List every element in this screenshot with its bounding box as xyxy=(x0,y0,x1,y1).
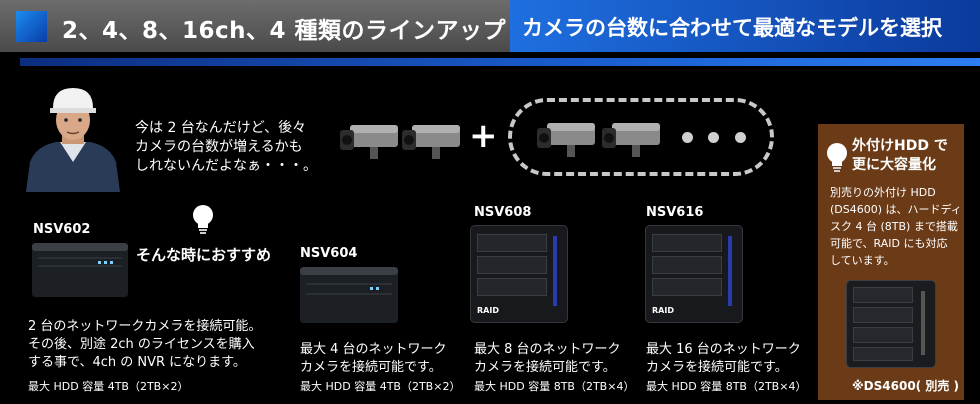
nvr-device-icon: RAID xyxy=(645,225,743,323)
model-spec: 最大 HDD 容量 8TB（2TB×4） xyxy=(474,380,635,393)
lightbulb-icon xyxy=(827,143,847,172)
additional-cameras-group xyxy=(508,98,774,176)
ellipsis-dot xyxy=(708,132,719,143)
model-name: NSV616 xyxy=(646,205,704,220)
ellipsis-dot xyxy=(735,132,746,143)
model-name: NSV608 xyxy=(474,205,532,220)
camera-icon xyxy=(537,123,595,157)
plus-sign: + xyxy=(469,116,498,156)
external-text-line: 別売りの外付け HDD xyxy=(830,186,936,199)
external-text-line: (DS4600) は、ハードディ xyxy=(830,203,962,216)
description-line: カメラを接続可能です。 xyxy=(646,360,788,375)
ellipsis-dot xyxy=(682,132,693,143)
worker-icon xyxy=(26,88,120,192)
description-line: 最大 16 台のネットワーク xyxy=(646,342,801,357)
header-left-band xyxy=(0,0,510,52)
nvr-device-icon xyxy=(32,243,128,297)
recommend-label: そんな時におすすめ xyxy=(136,246,272,264)
nvr-device-icon: RAID xyxy=(470,225,568,323)
header-right-band xyxy=(510,0,980,52)
description-line: する事で、4ch の NVR になります。 xyxy=(28,355,246,370)
nvr-device-icon xyxy=(300,267,398,323)
speech-line: カメラの台数が増えるかも xyxy=(135,139,303,155)
camera-icon xyxy=(340,125,398,159)
external-hdd-text: 別売りの外付け HDD (DS4600) は、ハードディ スク 4 台 (8TB… xyxy=(830,184,962,269)
speech-text: 今は 2 台なんだけど、後々 カメラの台数が増えるかも しれないんだよなぁ・・・… xyxy=(135,119,317,176)
external-title-line: 更に大容量化 xyxy=(852,157,936,173)
description-line: 最大 4 台のネットワーク xyxy=(300,342,447,357)
description-line: 最大 8 台のネットワーク xyxy=(474,342,621,357)
speech-line: しれないんだよなぁ・・・。 xyxy=(135,158,317,174)
model-description: 最大 8 台のネットワーク カメラを接続可能です。 xyxy=(474,341,621,377)
external-text-line: スク 4 台 (8TB) まで搭載 xyxy=(830,220,958,233)
header-square-icon xyxy=(16,11,47,42)
model-spec: 最大 HDD 容量 8TB（2TB×4） xyxy=(646,380,807,393)
hdd-enclosure-icon xyxy=(846,280,936,368)
external-hdd-caption: ※DS4600( 別売 ) xyxy=(852,379,959,393)
header-subtitle: カメラの台数に合わせて最適なモデルを選択 xyxy=(522,16,942,40)
lightbulb-icon xyxy=(193,205,213,234)
model-name: NSV602 xyxy=(33,222,91,237)
description-line: カメラを接続可能です。 xyxy=(474,360,616,375)
description-line: その後、別途 2ch のライセンスを購入 xyxy=(28,337,255,352)
external-text-line: 可能で、RAID にも対応 xyxy=(830,237,948,250)
description-line: 2 台のネットワークカメラを接続可能。 xyxy=(28,319,262,334)
model-description: 最大 16 台のネットワーク カメラを接続可能です。 xyxy=(646,341,801,377)
camera-icon xyxy=(602,123,660,157)
header-underline xyxy=(20,58,980,66)
external-text-line: しています。 xyxy=(830,254,895,267)
model-spec: 最大 HDD 容量 4TB（2TB×2） xyxy=(300,380,461,393)
speech-line: 今は 2 台なんだけど、後々 xyxy=(135,120,307,136)
external-title-line: 外付けHDD で xyxy=(852,138,948,154)
external-hdd-title: 外付けHDD で 更に大容量化 xyxy=(852,137,948,175)
raid-badge: RAID xyxy=(477,306,499,315)
model-spec: 最大 HDD 容量 4TB（2TB×2） xyxy=(28,380,189,393)
model-name: NSV604 xyxy=(300,246,358,261)
description-line: カメラを接続可能です。 xyxy=(300,360,442,375)
raid-badge: RAID xyxy=(652,306,674,315)
header-title: 2、4、8、16ch、4 種類のラインアップ xyxy=(62,18,507,44)
camera-icon xyxy=(402,125,460,159)
model-description: 2 台のネットワークカメラを接続可能。 その後、別途 2ch のライセンスを購入… xyxy=(28,318,261,372)
model-description: 最大 4 台のネットワーク カメラを接続可能です。 xyxy=(300,341,447,377)
